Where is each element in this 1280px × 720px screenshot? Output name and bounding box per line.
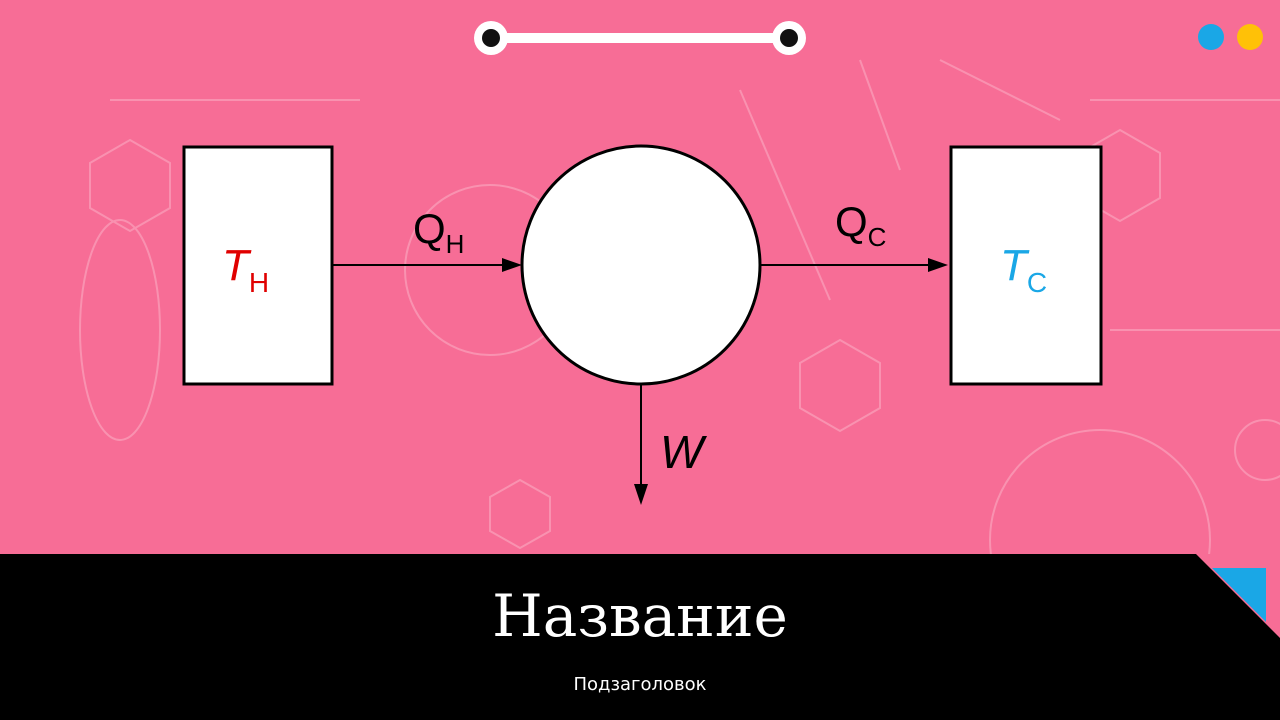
corner-triangle-icon bbox=[1196, 554, 1280, 638]
heat-in-label: QH bbox=[413, 205, 464, 259]
work-label: W bbox=[660, 426, 708, 478]
hot-reservoir-box bbox=[182, 145, 334, 386]
slide-title: Название bbox=[492, 582, 788, 650]
background-pattern bbox=[79, 59, 1280, 554]
blue-dot-icon bbox=[1198, 24, 1224, 50]
slider-track bbox=[490, 33, 790, 43]
cold-reservoir-box bbox=[949, 145, 1103, 386]
hot-reservoir-label: TH bbox=[222, 241, 269, 298]
heat-out-arrow bbox=[760, 258, 948, 272]
yellow-dot-icon bbox=[1237, 24, 1263, 50]
heat-engine-circle bbox=[520, 144, 762, 386]
slider-left-knob bbox=[474, 21, 508, 55]
slide-canvas: TH TC QH QC W bbox=[79, 59, 1280, 554]
slider-right-knob bbox=[772, 21, 806, 55]
work-arrow bbox=[634, 384, 648, 505]
heat-out-label: QC bbox=[835, 198, 886, 252]
title-footer bbox=[0, 554, 1280, 720]
cold-reservoir-label: TC bbox=[1000, 241, 1047, 298]
heat-in-arrow bbox=[332, 258, 522, 272]
slide-subtitle: Подзаголовок bbox=[573, 674, 707, 695]
